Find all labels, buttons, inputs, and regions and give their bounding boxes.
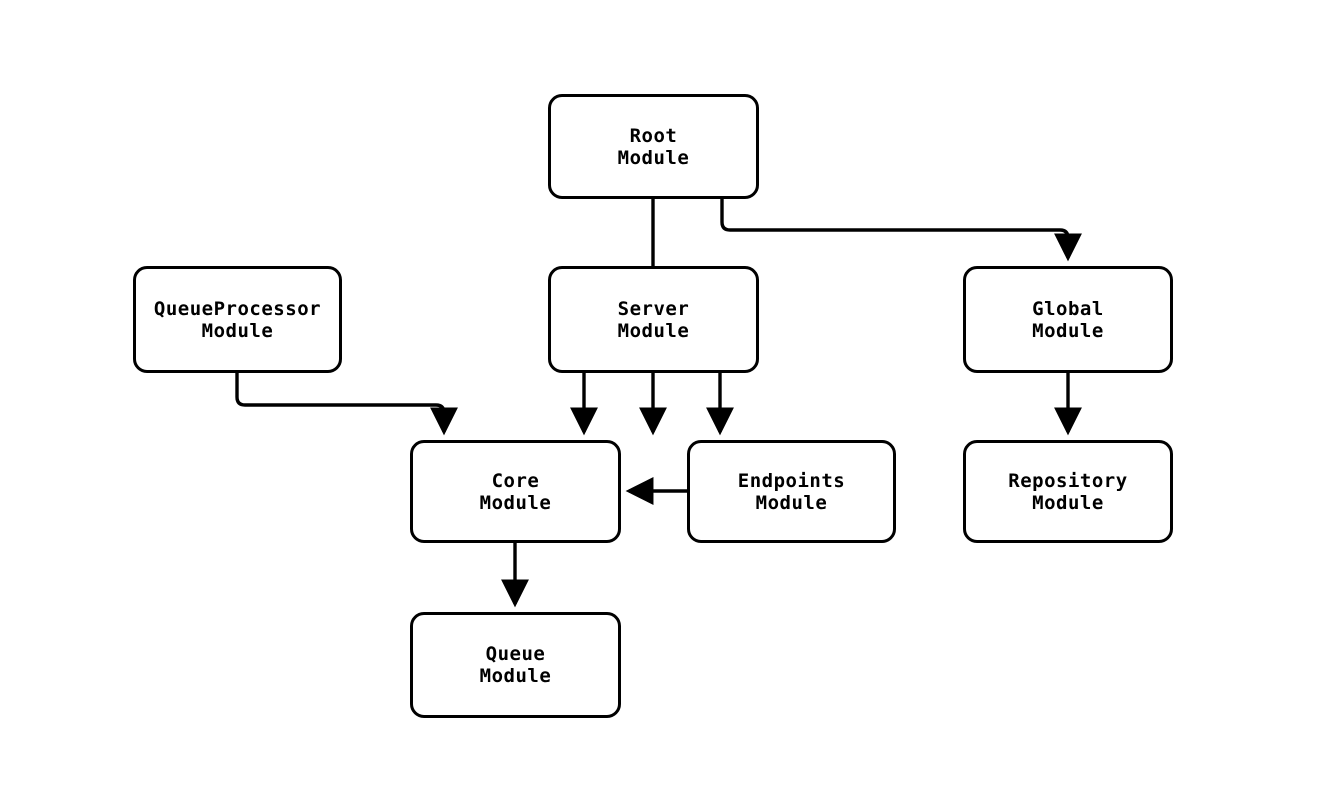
node-server-module[interactable]: Server Module	[548, 266, 759, 373]
node-core-module[interactable]: Core Module	[410, 440, 621, 543]
node-root-module[interactable]: Root Module	[548, 94, 759, 199]
edge-root-to-global	[720, 199, 1082, 262]
node-queue-module[interactable]: Queue Module	[410, 612, 621, 718]
node-repository-module-label: Repository Module	[1008, 469, 1128, 514]
node-queueprocessor-module-label: QueueProcessor Module	[153, 297, 322, 342]
edge-queueprocessor-to-core	[235, 373, 458, 436]
node-root-module-label: Root Module	[617, 124, 690, 169]
node-server-module-label: Server Module	[617, 297, 690, 342]
node-queue-module-label: Queue Module	[479, 643, 552, 687]
node-global-module[interactable]: Global Module	[963, 266, 1173, 373]
node-endpoints-module[interactable]: Endpoints Module	[687, 440, 896, 543]
node-core-module-label: Core Module	[479, 469, 552, 514]
node-repository-module[interactable]: Repository Module	[963, 440, 1173, 543]
node-queueprocessor-module[interactable]: QueueProcessor Module	[133, 266, 342, 373]
node-global-module-label: Global Module	[1032, 297, 1104, 342]
node-endpoints-module-label: Endpoints Module	[737, 469, 846, 514]
